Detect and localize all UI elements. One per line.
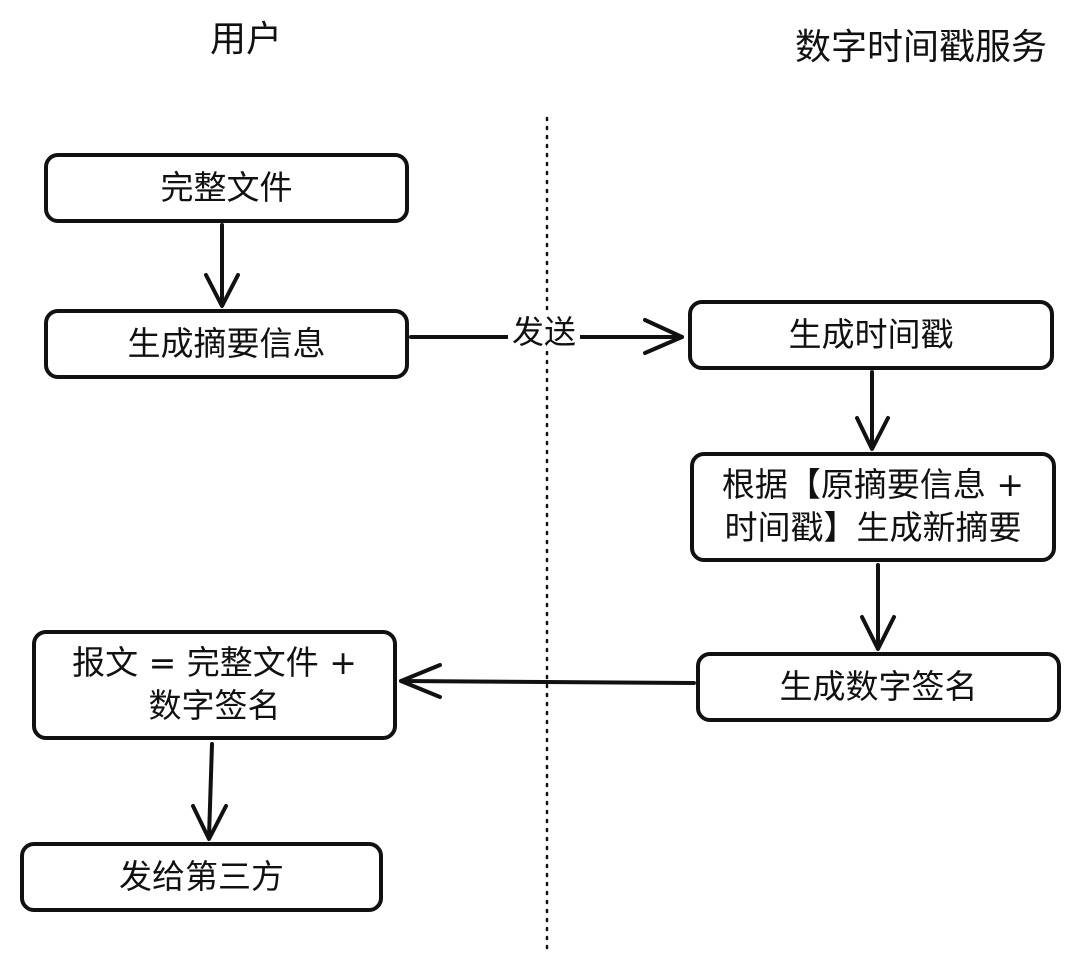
lane-title-timestamp-service: 数字时间戳服务 [795, 27, 1048, 68]
node-generate-signature: 生成数字签名 [696, 652, 1061, 722]
node-label-line1: 根据【原摘要信息 + [721, 465, 1025, 505]
arrow-timestamp-to-new-digest [855, 370, 890, 451]
lane-title-user: 用户 [210, 19, 283, 60]
node-full-file: 完整文件 [44, 153, 409, 223]
node-send-to-third-party: 发给第三方 [20, 842, 383, 912]
node-label: 发给第三方 [119, 856, 284, 896]
node-generate-timestamp: 生成时间戳 [688, 300, 1054, 370]
node-label-line1: 报文 = 完整文件 + [72, 643, 357, 683]
node-label: 生成时间戳 [788, 314, 954, 354]
arrow-new-digest-to-signature [860, 563, 896, 651]
node-label-line2: 时间戳】生成新摘要 [724, 508, 1022, 547]
node-generate-new-digest: 根据【原摘要信息 + 时间戳】生成新摘要 [690, 452, 1056, 562]
node-generate-digest: 生成摘要信息 [44, 309, 409, 379]
arrow-signature-to-message [399, 663, 696, 699]
arrow-message-to-third-party [191, 742, 228, 841]
node-label: 完整文件 [160, 167, 293, 207]
edge-label-send: 发送 [508, 313, 581, 352]
node-label: 生成摘要信息 [127, 323, 326, 363]
node-label-line2: 数字签名 [148, 686, 281, 725]
node-label: 生成数字签名 [779, 666, 978, 706]
arrow-full-file-to-digest [204, 223, 240, 308]
node-message: 报文 = 完整文件 + 数字签名 [32, 630, 397, 740]
